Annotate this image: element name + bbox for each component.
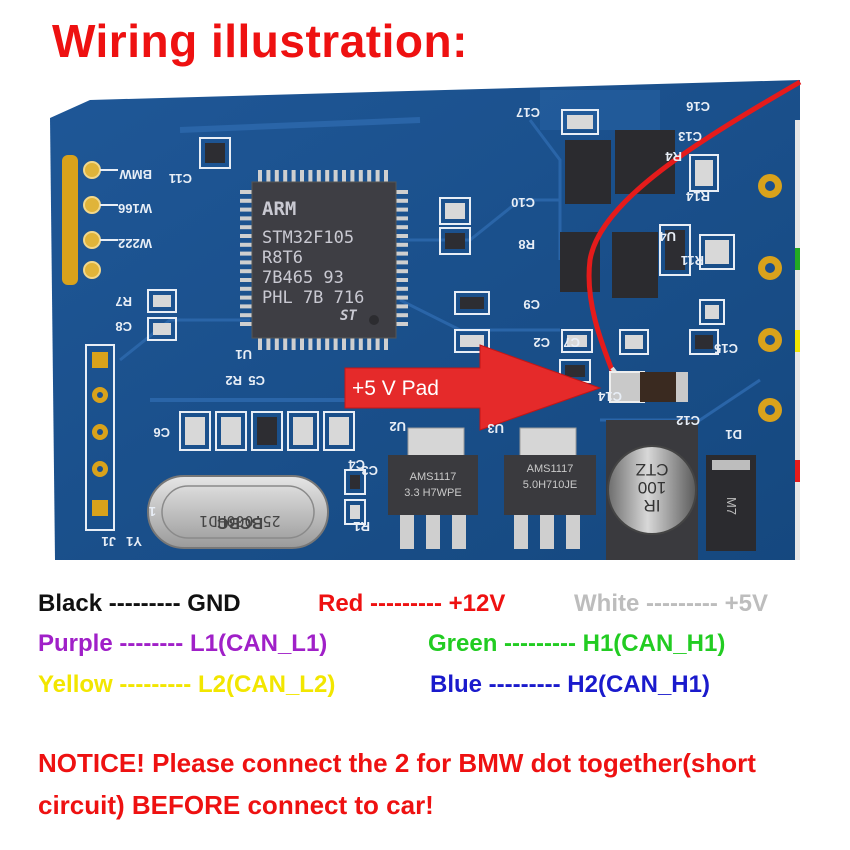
mcu-line5: PHL 7B 716 (262, 288, 364, 308)
silk-label-r14: R14 (685, 189, 710, 204)
smd-part (439, 197, 471, 225)
smd-part (561, 109, 599, 135)
regulator-u2-label: AMS1117 (410, 471, 457, 483)
silk-label-r8: R8 (518, 237, 535, 252)
silk-label-one: 1 (149, 504, 156, 519)
regulator-u2 (388, 427, 478, 549)
electrolytic-capacitor (606, 420, 698, 560)
crystal-brand: BCBC (216, 514, 263, 531)
silk-label-c13: C13 (678, 129, 702, 144)
arrow-to-5v-pad (344, 344, 602, 431)
crystal-y1 (147, 475, 329, 549)
capacitor-line2: 100 (638, 478, 666, 497)
diode-d1 (706, 455, 756, 551)
legend-black-gnd: Black --------- GND (38, 590, 241, 617)
silk-label-r7: R7 (115, 294, 132, 309)
smd-part (659, 224, 691, 276)
notice-text: NOTICE! Please connect the 2 for BMW dot… (38, 748, 756, 820)
legend-green-h1: Green --------- H1(CAN_H1) (428, 630, 726, 657)
arrow-label: +5 V Pad (352, 377, 439, 400)
mcu-brand: ARM (262, 198, 296, 220)
silk-label-c7: C7 (563, 335, 580, 350)
regulator-u3-label: AMS1117 (527, 463, 574, 475)
silk-label-c3: C3 (361, 463, 378, 478)
silk-label-r1: R1 (353, 519, 370, 534)
diode-label: M7 (724, 497, 739, 515)
legend-purple-l1: Purple -------- L1(CAN_L1) (38, 630, 328, 657)
silk-label-c11: C11 (169, 171, 192, 186)
silk-label-d1: D1 (725, 427, 742, 442)
red-power-wire (586, 79, 802, 379)
silk-label-y1: Y1 (126, 534, 142, 549)
label-w166: W166 (118, 201, 152, 216)
smd-part (699, 234, 735, 270)
capacitor-line3: CTZ (635, 460, 668, 479)
mcu-line3: R8T6 (262, 248, 303, 268)
smd-part (199, 137, 231, 169)
wire-solder-pads (758, 120, 800, 560)
smd-part (689, 154, 719, 192)
bmw-solder-pads (62, 155, 118, 285)
label-w222: W222 (118, 236, 152, 251)
silk-label-u1: U1 (235, 347, 252, 362)
silk-label-c9: C9 (523, 297, 540, 312)
silk-label-c10: C10 (511, 195, 535, 210)
label-bmw: BMW (119, 167, 152, 182)
smd-part (344, 469, 366, 495)
smd-part (561, 329, 593, 353)
smd-part (689, 329, 719, 355)
page-title: Wiring illustration: (52, 15, 468, 67)
regulator-u3 (504, 427, 596, 549)
smd-part (179, 411, 211, 451)
legend-white-5v: White --------- +5V (574, 590, 768, 617)
mcu-line4: 7B465 93 (262, 268, 344, 288)
silk-label-c5: C5 (248, 373, 265, 388)
smd-part (147, 317, 177, 341)
legend-blue-h2: Blue --------- H2(CAN_H1) (430, 671, 710, 698)
silk-label-u4: U4 (659, 229, 676, 244)
silk-label-j1: J1 (102, 534, 116, 549)
silk-label-c16: C16 (686, 99, 710, 114)
smd-part (215, 411, 247, 451)
smd-part (454, 329, 490, 353)
silk-label-c14: C14 (597, 389, 622, 404)
silk-label-r2: R2 (225, 373, 242, 388)
smd-part (147, 289, 177, 313)
smd-part (699, 299, 725, 325)
silk-label-c8: C8 (115, 319, 132, 334)
smd-part (251, 411, 283, 451)
silk-label-c6: C6 (153, 425, 170, 440)
silk-label-r4: R4 (665, 149, 682, 164)
silk-label-c12: C12 (676, 413, 700, 428)
silk-label-c4: C4 (348, 457, 365, 472)
silk-label-c2: C2 (533, 335, 550, 350)
smd-part (619, 329, 649, 355)
regulator-u2-spec: 3.3 H7WPE (404, 487, 461, 499)
silk-label-r11: R11 (681, 253, 704, 268)
mcu-logo: ST (340, 308, 357, 324)
ic-package (612, 232, 658, 298)
silk-label-c17: C17 (516, 105, 540, 120)
mcu-chip (240, 170, 408, 350)
crystal-freq: 25.000HD1 (199, 512, 280, 530)
silk-label-u2: U2 (389, 419, 406, 434)
smd-part (344, 499, 366, 525)
legend-yellow-l2: Yellow --------- L2(CAN_L2) (38, 671, 336, 698)
silk-label-c15: C15 (714, 341, 738, 356)
j1-header (85, 344, 115, 531)
ic-package (565, 140, 611, 204)
plus-5v-pad (609, 371, 645, 403)
capacitor-line1: IR (644, 496, 661, 515)
smd-components (147, 109, 735, 525)
smd-part (323, 411, 355, 451)
regulator-u3-spec: 5.0H710JE (523, 479, 577, 491)
smd-part (287, 411, 319, 451)
mcu-part: STM32F105 (262, 228, 354, 248)
legend-red-12v: Red --------- +12V (318, 590, 506, 617)
smd-part (439, 227, 471, 255)
silk-label-u3: U3 (487, 421, 504, 436)
smd-part (454, 291, 490, 315)
